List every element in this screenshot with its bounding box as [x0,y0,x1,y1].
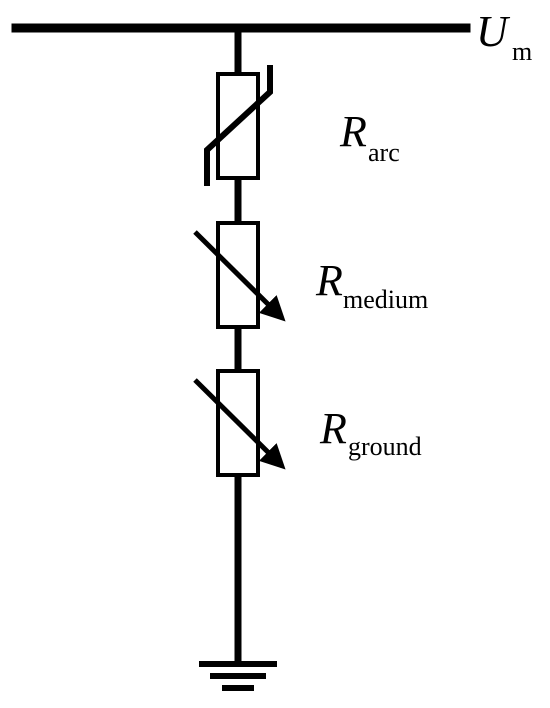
label-medium-subscript: medium [343,285,428,314]
resistor-medium-body [216,221,260,329]
label-arc-symbol: R [339,107,367,156]
nonlinear-characteristic-icon [204,65,273,186]
label-ground-symbol: R [319,404,347,453]
label-arc: Rarc [339,107,400,167]
label-arc-subscript: arc [368,138,400,167]
resistor-arc [204,65,273,186]
bus-subscript: m [512,37,532,66]
resistor-ground [193,369,286,477]
variable-arrow-icon [193,378,286,470]
bus-symbol: U [476,7,511,56]
label-medium-symbol: R [315,256,343,305]
variable-arrow-icon [193,230,286,322]
resistor-arc-body [216,72,260,180]
ground-icon [199,661,277,691]
label-medium: Rmedium [315,256,428,314]
label-ground-subscript: ground [348,432,422,461]
resistor-medium [193,221,286,329]
label-ground: Rground [319,404,422,461]
